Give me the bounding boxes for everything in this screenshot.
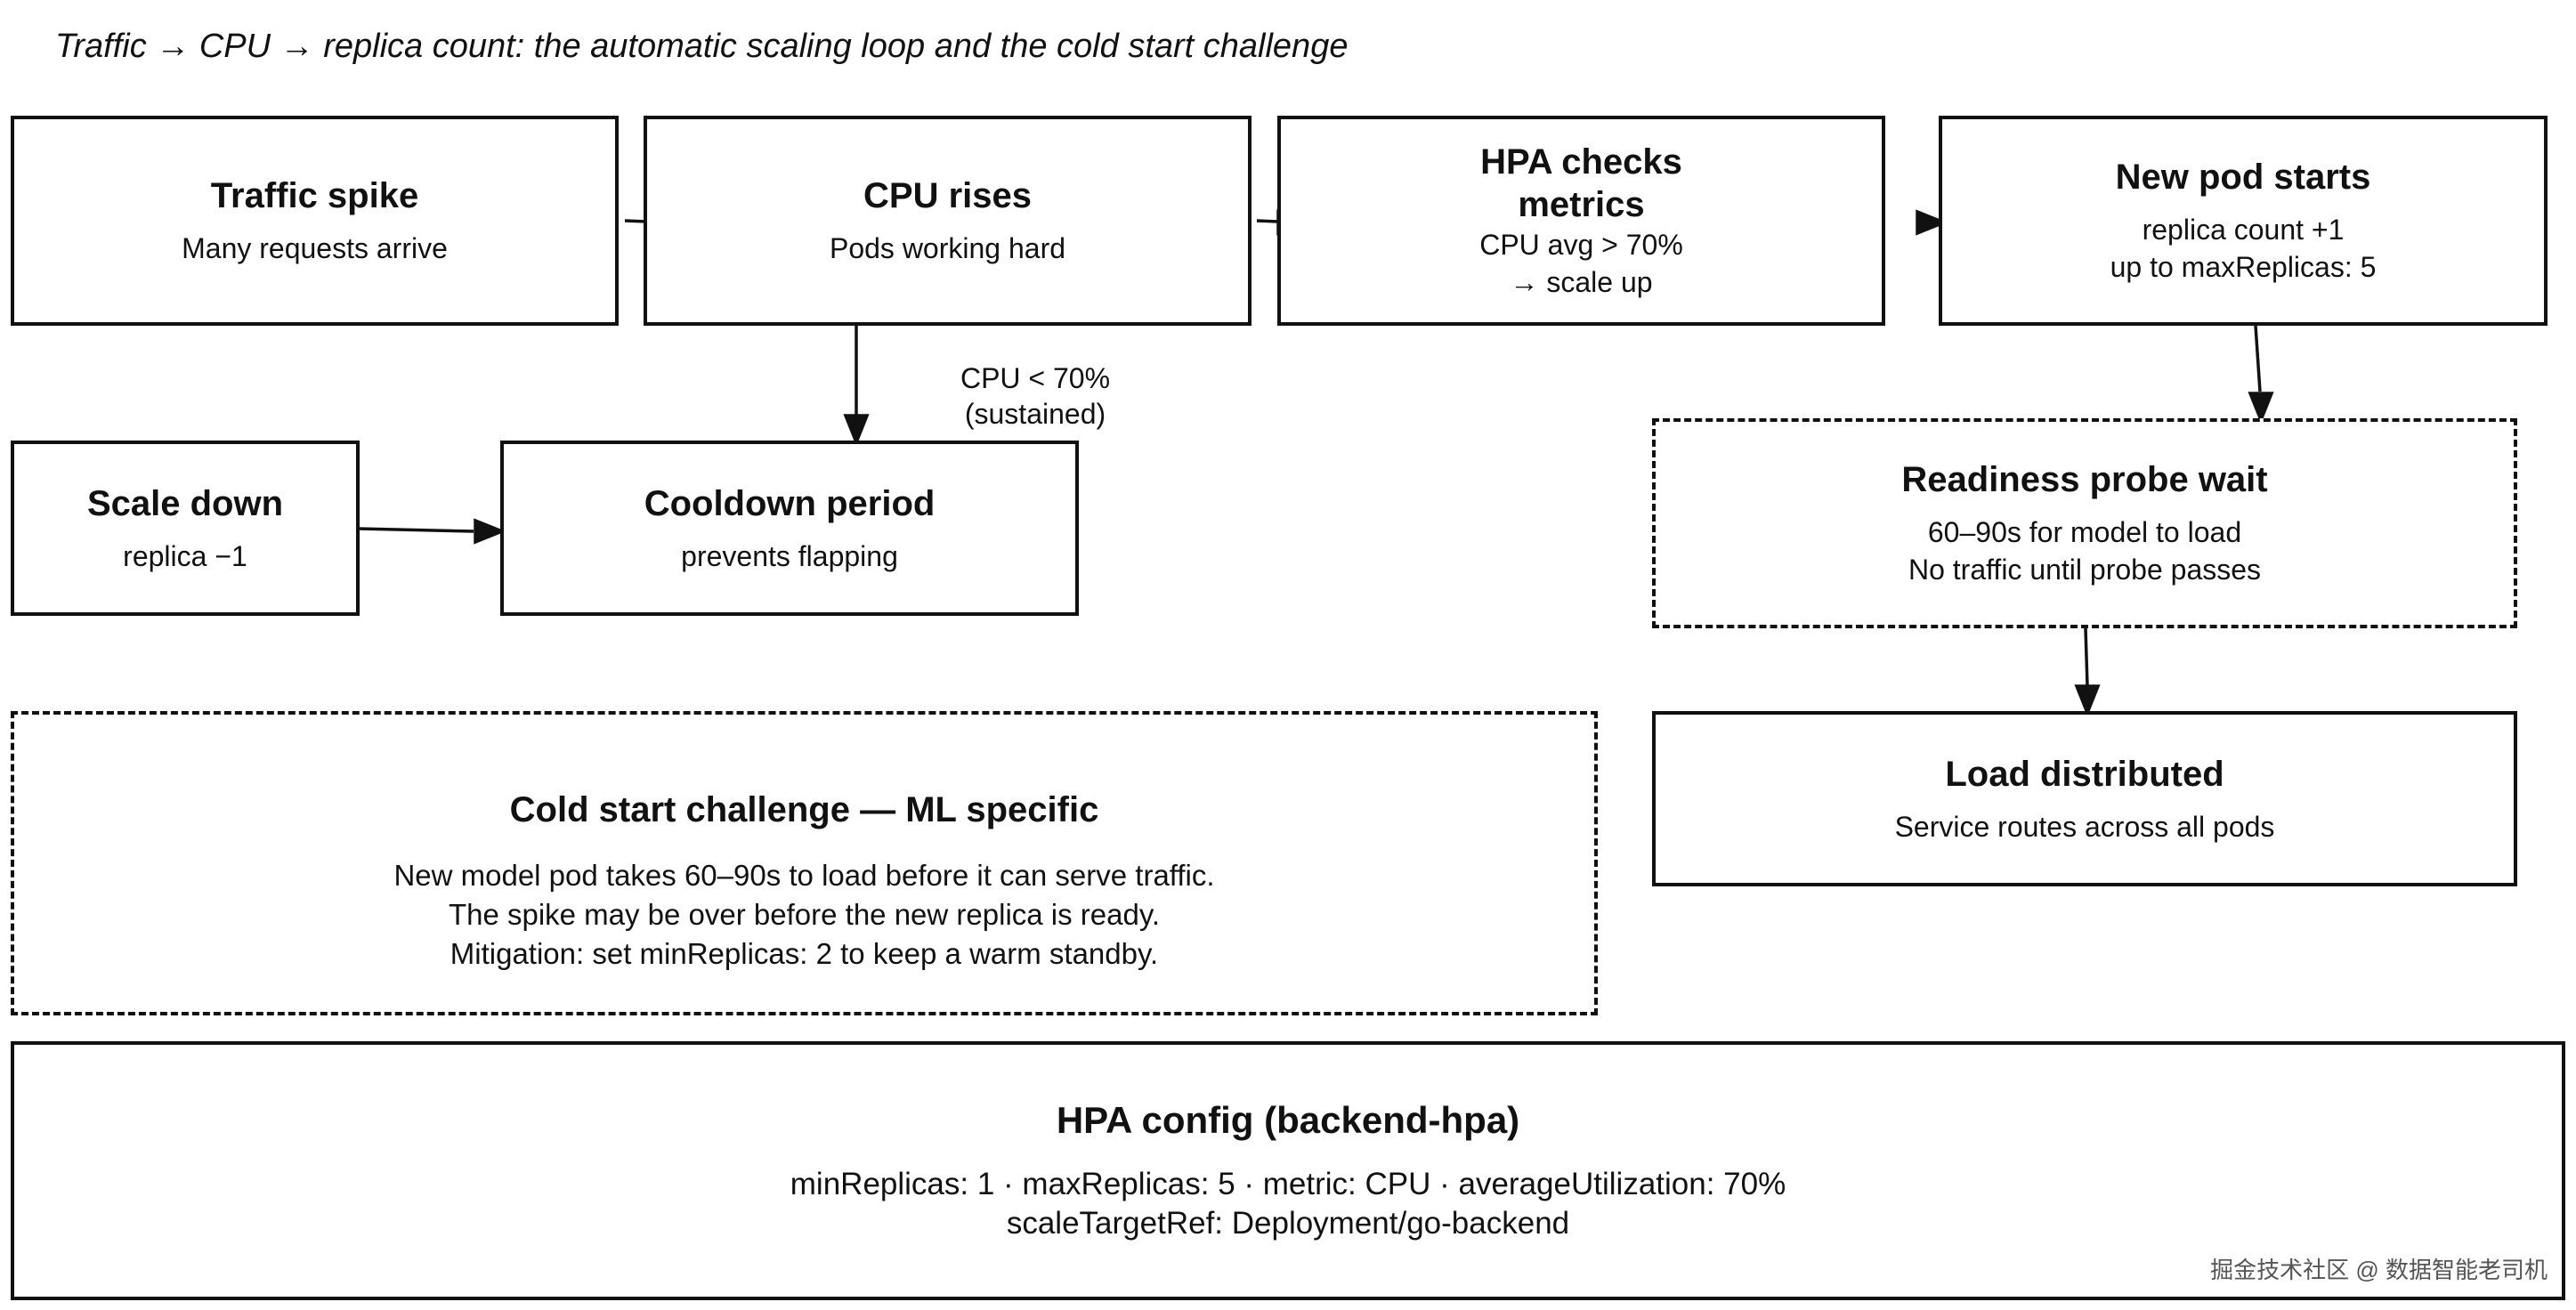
node-load-distributed: Load distributed Service routes across a… <box>1652 711 2517 886</box>
node-heading: metrics <box>1518 185 1645 224</box>
panel-hpa-config: HPA config (backend-hpa) minReplicas: 1 … <box>11 1041 2565 1300</box>
node-cooldown-period: Cooldown period prevents flapping <box>500 441 1079 616</box>
panel-heading: HPA config (backend-hpa) <box>1056 1098 1520 1141</box>
node-text: prevents flapping <box>681 539 898 572</box>
edge-label-cpu-below: CPU < 70% (sustained) <box>951 360 1120 432</box>
note-text: The spike may be over before the new rep… <box>448 898 1161 931</box>
node-scale-down: Scale down replica −1 <box>11 441 360 616</box>
arrowhead-hpa-to-newpod <box>1916 209 1948 236</box>
edge-label-line: (sustained) <box>964 398 1106 430</box>
node-heading: Traffic spike <box>210 176 419 215</box>
arrow-readiness-to-load <box>2084 627 2089 686</box>
panel-text: minReplicas: 1 · maxReplicas: 5 · metric… <box>790 1166 1786 1201</box>
node-text: up to maxReplicas: 5 <box>2110 251 2377 283</box>
node-heading: Scale down <box>86 483 284 523</box>
node-heading: Cooldown period <box>644 483 936 523</box>
node-text: → scale up <box>1510 266 1653 298</box>
node-text: No traffic until probe passes <box>1908 554 2262 586</box>
arrowhead-cpu-to-cooldown <box>843 414 870 447</box>
node-text: CPU avg > 70% <box>1479 229 1683 261</box>
node-hpa-checks: HPA checks metrics CPU avg > 70% → scale… <box>1277 116 1885 326</box>
node-heading: CPU rises <box>863 176 1032 215</box>
node-text: Pods working hard <box>829 232 1066 264</box>
arrowhead-newpod-to-readiness <box>2248 392 2274 425</box>
node-heading: New pod starts <box>2115 158 2371 197</box>
arrowhead-readiness-to-load <box>2074 684 2101 717</box>
node-new-pod-starts: New pod starts replica count +1 up to ma… <box>1939 116 2548 326</box>
node-readiness-probe-wait: Readiness probe wait 60–90s for model to… <box>1652 418 2517 628</box>
node-heading: HPA checks <box>1480 142 1682 182</box>
watermark: 掘金技术社区 @ 数据智能老司机 <box>2210 1257 2548 1283</box>
node-text: replica count +1 <box>2142 214 2345 246</box>
panel-text: scaleTargetRef: Deployment/go-backend <box>1006 1205 1570 1241</box>
arrow-scaledown-to-cooldown <box>357 527 474 533</box>
note-cold-start-challenge: Cold start challenge — ML specific New m… <box>11 711 1598 1015</box>
node-cpu-rises: CPU rises Pods working hard <box>644 116 1252 326</box>
node-heading: Readiness probe wait <box>1901 460 2268 499</box>
node-heading: Load distributed <box>1945 754 2224 794</box>
node-text: Service routes across all pods <box>1894 810 2275 843</box>
node-text: replica −1 <box>123 539 247 572</box>
arrowhead-scaledown-to-cooldown <box>474 518 506 545</box>
node-traffic-spike: Traffic spike Many requests arrive <box>11 116 619 326</box>
arrow-newpod-to-readiness <box>2254 325 2262 392</box>
note-heading: Cold start challenge — ML specific <box>509 790 1099 829</box>
note-text: New model pod takes 60–90s to load befor… <box>393 859 1215 892</box>
note-text: Mitigation: set minReplicas: 2 to keep a… <box>450 937 1159 970</box>
node-text: 60–90s for model to load <box>1927 516 2242 548</box>
node-text: Many requests arrive <box>182 232 448 264</box>
diagram-title: Traffic → CPU → replica count: the autom… <box>55 28 1349 65</box>
edge-label-line: CPU < 70% <box>960 362 1111 394</box>
